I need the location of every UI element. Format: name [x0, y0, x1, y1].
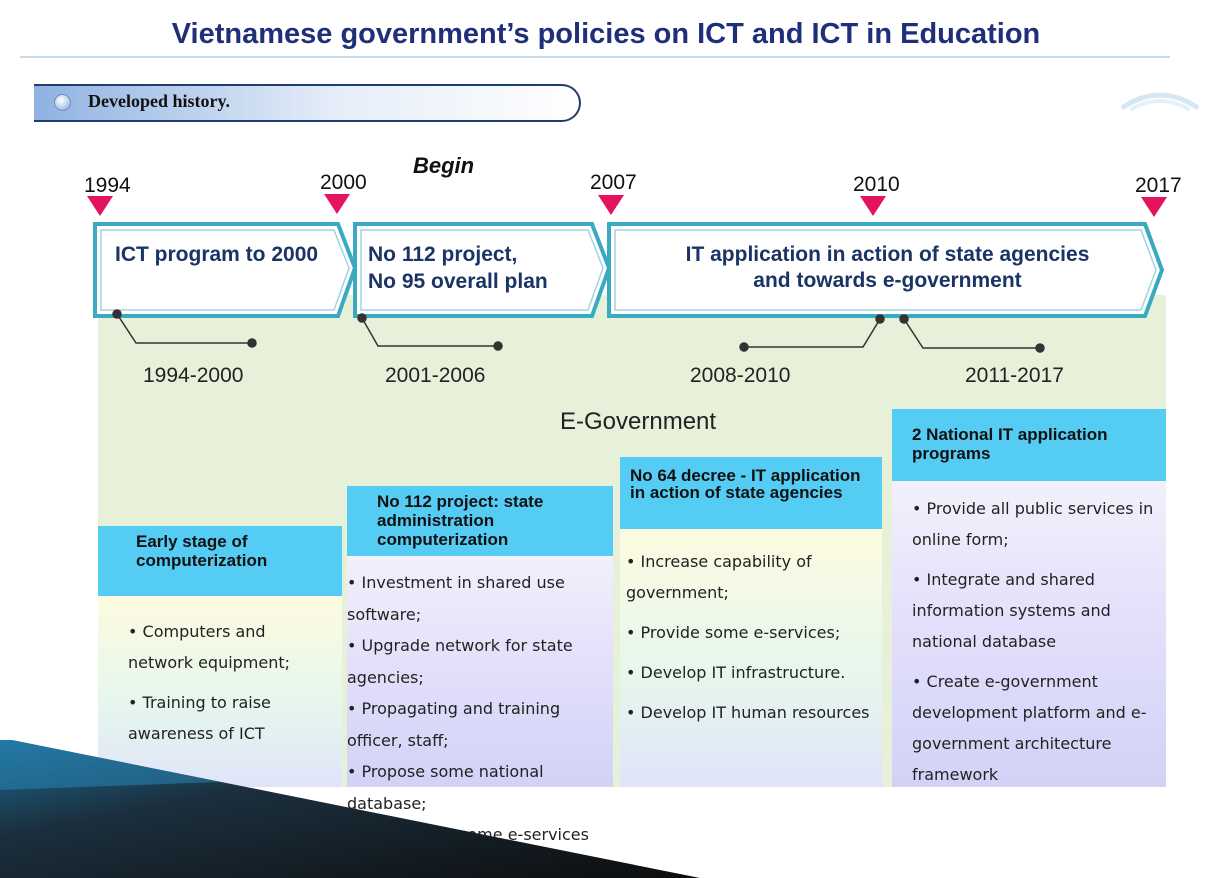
box-item: • Provide all public services in online …	[912, 499, 1154, 549]
range-label: 2011-2017	[965, 364, 1064, 387]
box-item: • Provide some e-services;	[626, 623, 841, 642]
year-marker-icon	[860, 196, 886, 216]
phase-1-label: ICT program to 2000	[115, 243, 319, 266]
year-label-2000: 2000	[320, 171, 367, 194]
year-marker-icon	[87, 196, 113, 216]
bullet-circle-icon	[54, 94, 71, 111]
box-item: • Propagating and training officer, staf…	[347, 699, 561, 750]
year-label-2010: 2010	[853, 173, 900, 196]
subtitle-text: Developed history.	[88, 91, 230, 111]
box-item: • Investment in shared use software;	[347, 573, 565, 624]
box-item: • Integrate and shared information syste…	[912, 570, 1111, 651]
e-government-label: E-Government	[560, 408, 717, 435]
range-label: 1994-2000	[143, 364, 244, 387]
range-label: 2008-2010	[690, 364, 791, 387]
box-item: • Develop IT human resources	[626, 703, 870, 722]
box-2-header: No 112 project: state administration com…	[347, 486, 613, 556]
phase-2-label-line1: No 112 project,	[368, 243, 518, 266]
box-3-body: • Increase capability of government; • P…	[620, 529, 882, 787]
subtitle-pill: Developed history.	[34, 84, 581, 122]
box-4-body: • Provide all public services in online …	[892, 481, 1166, 787]
page-title: Vietnamese government’s policies on ICT …	[171, 18, 1041, 50]
year-marker-icon	[1141, 197, 1167, 217]
box-item: • Increase capability of government;	[626, 552, 812, 602]
box-1-header: Early stage of computerization	[98, 526, 342, 596]
box-item: • Propose some national database;	[347, 762, 544, 813]
year-label-2007: 2007	[590, 171, 637, 194]
box-3-header: No 64 decree - IT application in action …	[620, 457, 882, 529]
box-item: • Create e-government development platfo…	[912, 672, 1147, 784]
box-1-body: • Computers and network equipment; • Tra…	[98, 596, 342, 787]
box-2-body: • Investment in shared use software; • U…	[347, 556, 613, 844]
box-4-header: 2 National IT application programs	[892, 409, 1166, 481]
phase-3-label-line2: and towards e-government	[753, 269, 1022, 292]
phase-3-label-line1: IT application in action of state agenci…	[685, 243, 1090, 266]
year-label-1994: 1994	[84, 174, 131, 197]
box-item: • Develop IT infrastructure.	[626, 663, 846, 682]
begin-label: Begin	[413, 153, 475, 178]
box-item: • Experiment some e-services	[347, 825, 589, 844]
range-label: 2001-2006	[385, 364, 486, 387]
title-divider	[20, 56, 1170, 58]
year-marker-icon	[324, 194, 350, 214]
phase-2-label-line2: No 95 overall plan	[368, 270, 548, 293]
box-item: • Training to raise awareness of ICT	[128, 693, 271, 743]
year-marker-icon	[598, 195, 624, 215]
decorative-swoosh-icon	[1120, 92, 1200, 112]
year-label-2017: 2017	[1135, 174, 1182, 197]
box-item: • Upgrade network for state agencies;	[347, 636, 573, 687]
box-item: • Computers and network equipment;	[128, 622, 291, 672]
